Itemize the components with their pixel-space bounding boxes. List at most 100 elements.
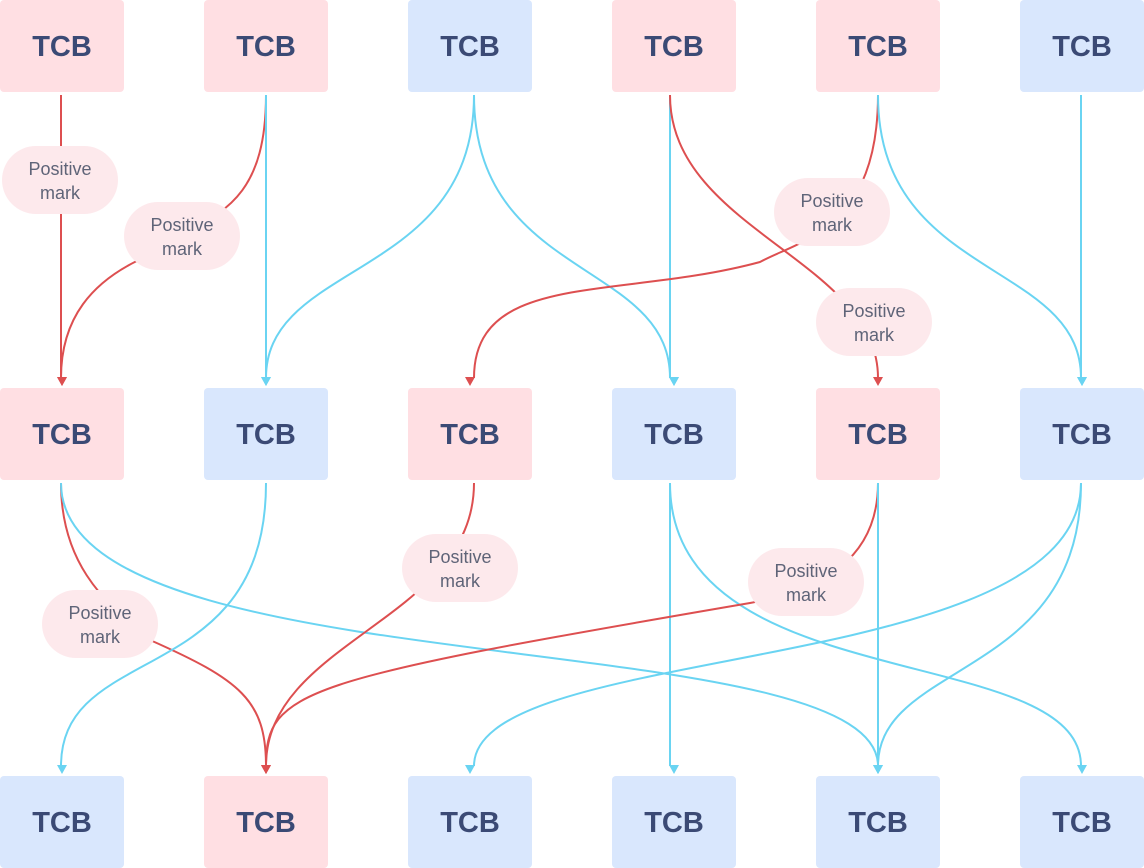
tcb-node-0-2: TCB <box>408 0 532 92</box>
tcb-node-2-2: TCB <box>408 776 532 868</box>
positive-mark-label: Positive mark <box>2 146 118 214</box>
node-label: TCB <box>1052 419 1112 451</box>
blue-node-box <box>204 388 328 480</box>
arrowhead-icon <box>669 377 679 386</box>
red-node-box <box>612 0 736 92</box>
node-label: TCB <box>644 31 704 63</box>
tcb-node-0-0: TCB <box>0 0 124 92</box>
node-label: TCB <box>848 419 908 451</box>
label-line-positive: Positive <box>800 191 863 211</box>
red-node-box <box>204 0 328 92</box>
tcb-node-0-3: TCB <box>612 0 736 92</box>
node-label: TCB <box>32 31 92 63</box>
blue-edge-1-5-to-2-4 <box>877 482 1082 767</box>
tcb-node-1-0: TCB <box>0 388 124 480</box>
label-line-positive: Positive <box>428 547 491 567</box>
blue-node-box <box>1020 776 1144 868</box>
tcb-node-2-0: TCB <box>0 776 124 868</box>
red-node-box <box>816 388 940 480</box>
blue-edge-1-1-to-2-0 <box>60 482 267 767</box>
blue-edge-0-2-to-1-1 <box>265 94 475 379</box>
label-pill <box>42 590 158 658</box>
blue-node-box <box>612 776 736 868</box>
edge-labels-layer: PositivemarkPositivemarkPositivemarkPosi… <box>2 146 932 658</box>
tcb-node-2-1: TCB <box>204 776 328 868</box>
positive-mark-label: Positive mark <box>816 288 932 356</box>
label-pill <box>402 534 518 602</box>
label-line-positive: Positive <box>28 159 91 179</box>
blue-node-box <box>612 388 736 480</box>
label-line-positive: Positive <box>68 603 131 623</box>
positive-mark-label: Positive mark <box>124 202 240 270</box>
red-node-box <box>0 0 124 92</box>
blue-edge-0-4-to-1-5 <box>877 94 1082 379</box>
arrowhead-icon <box>873 377 883 386</box>
label-line-positive: Positive <box>842 301 905 321</box>
tcb-node-2-5: TCB <box>1020 776 1144 868</box>
label-line-mark: mark <box>854 325 895 345</box>
node-label: TCB <box>32 807 92 839</box>
label-line-mark: mark <box>40 183 81 203</box>
label-line-positive: Positive <box>774 561 837 581</box>
arrowhead-icon <box>57 377 67 386</box>
blue-edge-1-5-to-2-2 <box>473 482 1082 767</box>
arrowhead-icon <box>465 377 475 386</box>
node-label: TCB <box>32 419 92 451</box>
node-label: TCB <box>848 31 908 63</box>
arrowhead-icon <box>261 377 271 386</box>
node-label: TCB <box>236 807 296 839</box>
label-pill <box>816 288 932 356</box>
label-pill <box>124 202 240 270</box>
node-label: TCB <box>440 31 500 63</box>
blue-edge-1-3-to-2-5 <box>669 482 1082 767</box>
red-node-box <box>0 388 124 480</box>
tcb-node-0-1: TCB <box>204 0 328 92</box>
node-label: TCB <box>644 419 704 451</box>
label-line-mark: mark <box>162 239 203 259</box>
tcb-node-2-3: TCB <box>612 776 736 868</box>
tcb-node-1-3: TCB <box>612 388 736 480</box>
node-label: TCB <box>440 807 500 839</box>
arrowhead-icon <box>669 765 679 774</box>
tcb-node-1-4: TCB <box>816 388 940 480</box>
node-label: TCB <box>440 419 500 451</box>
arrowhead-icon <box>873 765 883 774</box>
edges-layer <box>57 94 1087 774</box>
node-label: TCB <box>236 419 296 451</box>
label-line-mark: mark <box>786 585 827 605</box>
node-label: TCB <box>644 807 704 839</box>
positive-mark-label: Positive mark <box>774 178 890 246</box>
arrowhead-icon <box>261 765 271 774</box>
tcb-node-0-5: TCB <box>1020 0 1144 92</box>
blue-node-box <box>816 776 940 868</box>
label-pill <box>2 146 118 214</box>
tcb-node-1-1: TCB <box>204 388 328 480</box>
arrowhead-icon <box>1077 765 1087 774</box>
label-line-mark: mark <box>812 215 853 235</box>
arrowhead-icon <box>1077 377 1087 386</box>
tcb-node-0-4: TCB <box>816 0 940 92</box>
tcb-node-1-2: TCB <box>408 388 532 480</box>
red-edge-1-2-to-2-1 <box>265 482 475 767</box>
positive-mark-label: Positive mark <box>42 590 158 658</box>
red-edge-1-4-to-2-1 <box>265 482 879 767</box>
node-label: TCB <box>1052 31 1112 63</box>
blue-node-box <box>1020 0 1144 92</box>
arrowhead-icon <box>465 765 475 774</box>
blue-node-box <box>408 776 532 868</box>
label-line-mark: mark <box>80 627 121 647</box>
label-pill <box>748 548 864 616</box>
tcb-node-1-5: TCB <box>1020 388 1144 480</box>
blue-edge-0-2-to-1-3 <box>473 94 671 379</box>
blue-edge-1-0-to-2-4 <box>60 482 879 767</box>
positive-mark-label: Positive mark <box>402 534 518 602</box>
label-pill <box>774 178 890 246</box>
label-line-positive: Positive <box>150 215 213 235</box>
red-node-box <box>816 0 940 92</box>
blue-node-box <box>408 0 532 92</box>
node-label: TCB <box>1052 807 1112 839</box>
red-node-box <box>408 388 532 480</box>
label-line-mark: mark <box>440 571 481 591</box>
